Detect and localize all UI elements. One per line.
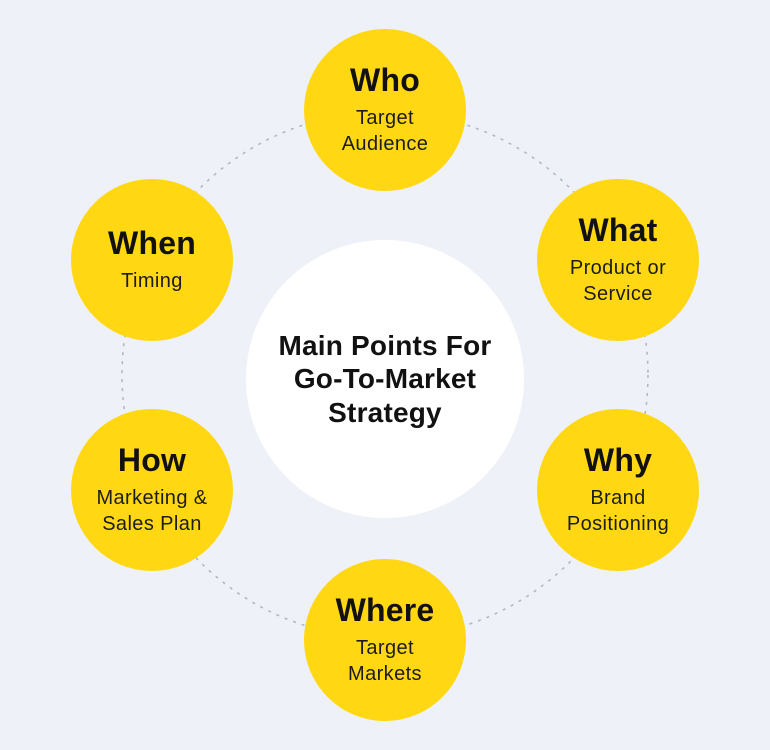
node-heading: Who xyxy=(350,61,420,98)
node-heading: When xyxy=(108,224,196,261)
node-heading: What xyxy=(578,211,658,248)
node-subtitle: Target Audience xyxy=(341,106,429,155)
node-subtitle: Brand Positioning xyxy=(566,486,670,535)
node-heading: Why xyxy=(583,441,653,478)
node-subtitle: Target Markets xyxy=(348,636,422,685)
node-when: When Timing xyxy=(71,179,233,341)
node-how: How Marketing & Sales Plan xyxy=(71,409,233,571)
diagram-title-line: Strategy xyxy=(328,396,442,428)
node-subtitle: Marketing & Sales Plan xyxy=(96,486,208,535)
node-heading: How xyxy=(117,441,187,478)
node-heading: Where xyxy=(335,591,435,628)
center-circle: Main Points For Go-To-Market Strategy xyxy=(246,240,524,518)
node-subtitle: Timing xyxy=(121,269,183,292)
diagram-title-line: Go-To-Market xyxy=(293,363,477,395)
diagram-title-line: Main Points For xyxy=(278,329,492,361)
node-why: Why Brand Positioning xyxy=(537,409,699,571)
node-who: Who Target Audience xyxy=(304,29,466,191)
node-subtitle: Product or Service xyxy=(569,256,667,305)
node-what: What Product or Service xyxy=(537,179,699,341)
node-where: Where Target Markets xyxy=(304,559,466,721)
